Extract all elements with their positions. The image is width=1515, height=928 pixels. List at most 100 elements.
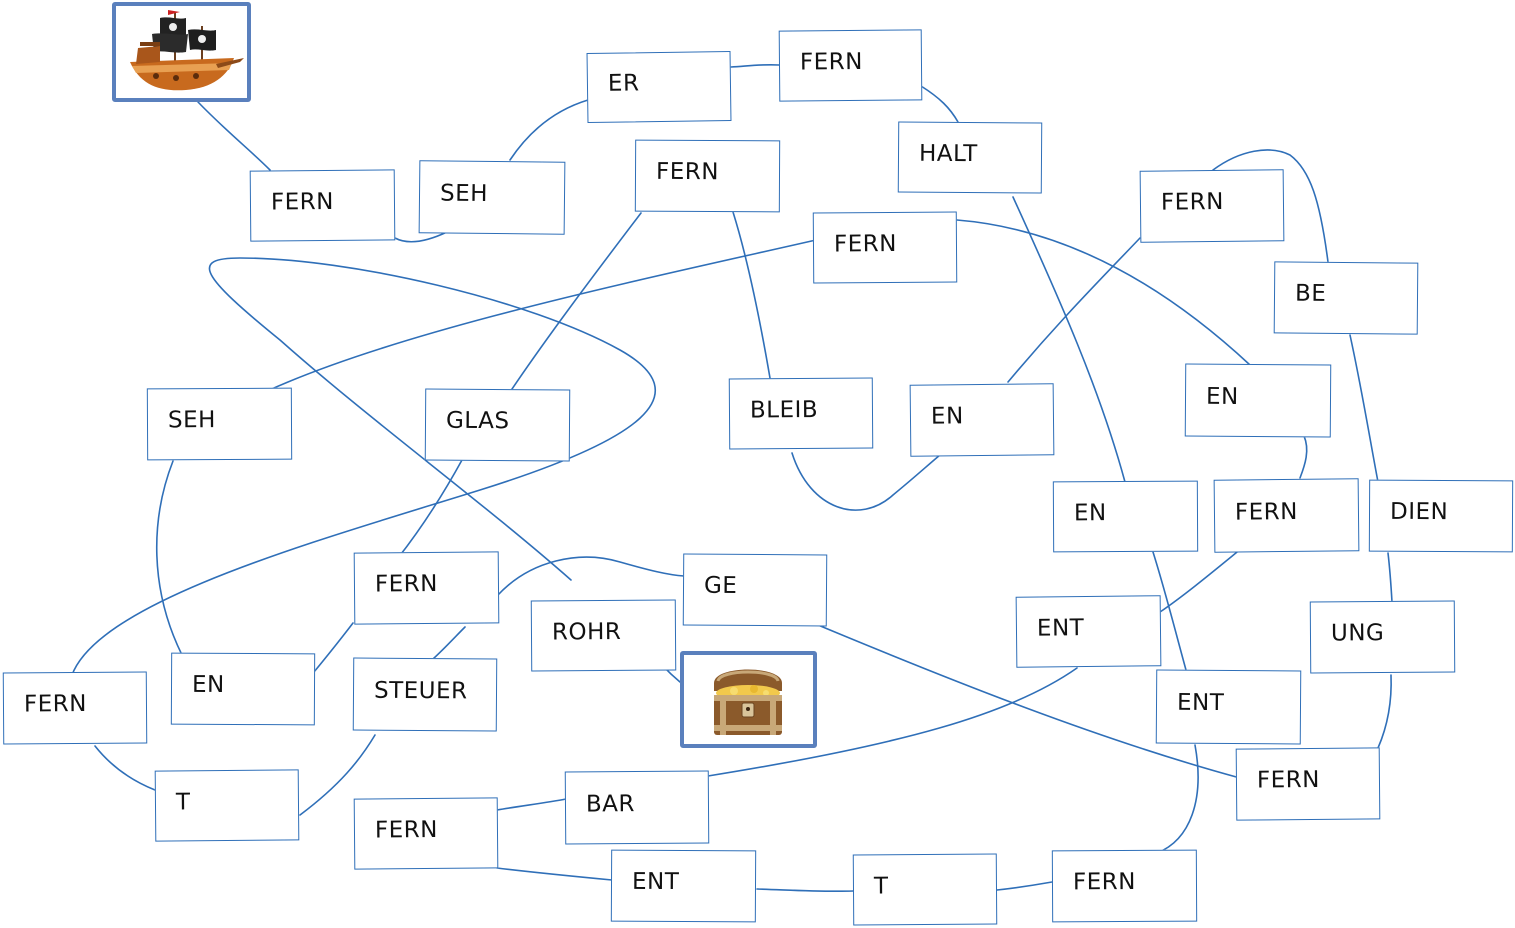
connector-line <box>1159 547 1243 613</box>
connector-line <box>1007 237 1141 383</box>
word-box: T <box>154 769 300 842</box>
connector-line <box>394 231 448 243</box>
word-label: FERN <box>1072 869 1137 896</box>
word-label: EN <box>1205 383 1239 410</box>
word-box: BAR <box>564 770 710 845</box>
word-label: STEUER <box>373 677 468 704</box>
connector-line <box>197 101 271 171</box>
word-box: SEH <box>418 160 566 235</box>
connector-line <box>996 881 1053 891</box>
pirate-ship-icon <box>130 10 244 91</box>
connector-line <box>1387 552 1393 603</box>
connector-line <box>432 626 466 660</box>
word-label: BE <box>1294 280 1327 307</box>
word-box: ENT <box>1155 669 1302 745</box>
word-label: ER <box>607 70 640 97</box>
word-box: FERN <box>812 211 958 284</box>
word-box: EN <box>909 383 1055 457</box>
word-label: FERN <box>23 691 88 718</box>
word-label: ROHR <box>551 618 622 645</box>
word-box: STEUER <box>352 657 498 732</box>
word-box: ROHR <box>530 599 677 672</box>
word-box: EN <box>1052 480 1199 553</box>
word-label: EN <box>930 403 964 430</box>
connector-line <box>71 257 656 676</box>
connector-line <box>730 63 780 68</box>
connector-line <box>509 212 642 393</box>
connector-line <box>94 745 156 791</box>
connector-line <box>397 459 463 559</box>
connector-line <box>732 211 771 379</box>
word-label: GE <box>703 572 738 599</box>
word-label: FERN <box>833 230 898 257</box>
word-box: EN <box>170 652 316 726</box>
word-label: EN <box>1073 499 1107 526</box>
word-box: GE <box>682 553 828 627</box>
word-box: ENT <box>610 849 757 923</box>
connector-line <box>817 624 1241 779</box>
connector-line <box>155 460 183 656</box>
connector-line <box>299 734 376 816</box>
word-label: ENT <box>631 868 680 896</box>
word-box: DIEN <box>1368 479 1514 553</box>
word-label: SEH <box>439 180 489 207</box>
connector-line <box>1152 551 1187 671</box>
word-box: FERN <box>353 797 499 870</box>
word-box: ER <box>586 50 732 124</box>
connector-line <box>791 452 941 511</box>
treasure-chest-image <box>680 651 817 748</box>
word-label: BLEIB <box>749 396 819 423</box>
connector-line <box>1377 674 1392 749</box>
word-box: FERN <box>1235 747 1381 821</box>
connector-line <box>1212 149 1329 263</box>
word-box: FERN <box>1051 849 1198 923</box>
word-label: SEH <box>167 407 216 434</box>
word-box: GLAS <box>424 388 571 462</box>
pirate-ship-image <box>112 2 251 102</box>
word-box: HALT <box>897 121 1043 194</box>
word-box: FERN <box>634 139 781 213</box>
word-box: ENT <box>1015 595 1162 668</box>
word-label: FERN <box>374 571 439 598</box>
word-label: HALT <box>918 140 978 167</box>
word-box: FERN <box>249 169 396 242</box>
word-label: DIEN <box>1389 498 1449 526</box>
word-label: BAR <box>585 790 636 817</box>
word-label: FERN <box>1256 766 1321 794</box>
word-label: EN <box>191 671 225 699</box>
word-box: FERN <box>353 551 500 625</box>
word-label: FERN <box>1234 498 1299 526</box>
connector-line <box>756 888 854 893</box>
connector-line <box>1012 196 1126 483</box>
connector-line <box>264 239 817 393</box>
word-box: SEH <box>146 387 293 461</box>
word-label: ENT <box>1036 614 1085 642</box>
word-label: FERN <box>374 816 439 844</box>
word-box: T <box>852 853 998 926</box>
connector-line <box>496 798 567 811</box>
word-label: T <box>873 872 889 899</box>
word-box: FERN <box>778 29 923 102</box>
connector-line <box>496 556 685 597</box>
connector-line <box>313 622 354 673</box>
word-box: BE <box>1273 261 1419 335</box>
connector-line <box>956 219 1251 366</box>
word-label: FERN <box>270 188 335 216</box>
word-box: FERN <box>1139 169 1285 243</box>
connector-line <box>1156 744 1199 854</box>
word-label: T <box>175 788 191 816</box>
connector-line <box>1299 435 1308 479</box>
word-box: BLEIB <box>728 377 874 450</box>
word-box: FERN <box>2 671 148 745</box>
connector-line <box>509 99 589 161</box>
connector-line <box>1349 334 1379 483</box>
word-box: FERN <box>1213 478 1360 553</box>
word-box: UNG <box>1309 600 1456 674</box>
word-label: FERN <box>1160 188 1225 216</box>
word-label: FERN <box>655 158 720 186</box>
word-label: GLAS <box>445 407 510 435</box>
connector-line <box>496 867 613 881</box>
connector-line <box>707 667 1078 777</box>
